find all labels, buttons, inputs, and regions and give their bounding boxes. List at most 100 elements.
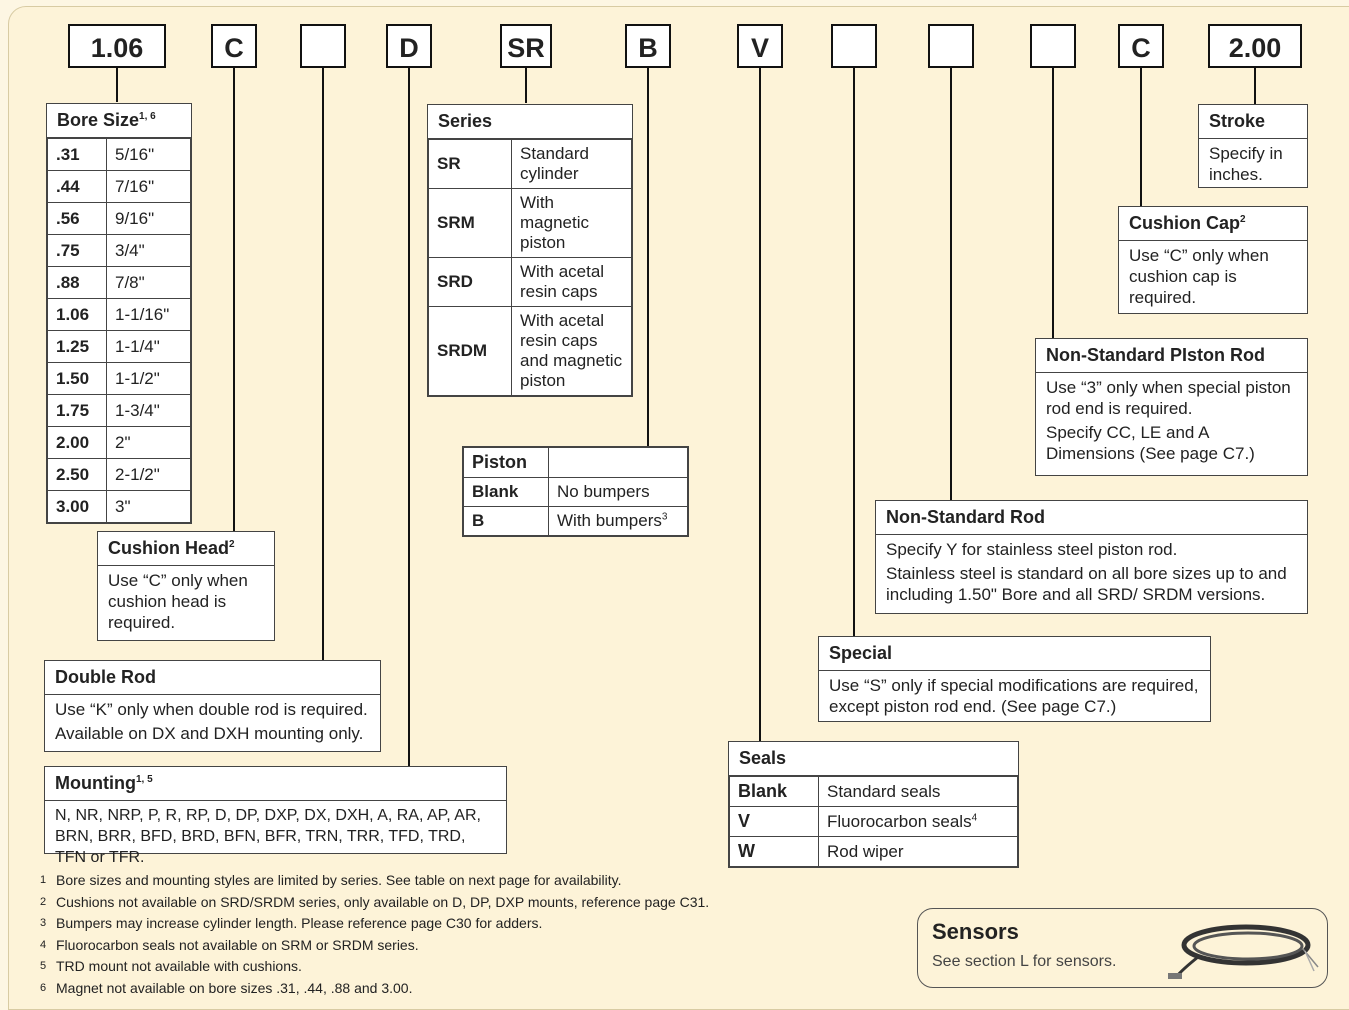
seals-title: Seals bbox=[729, 742, 1018, 776]
double-rod-line1: Use “K” only when double rod is required… bbox=[55, 700, 368, 719]
bore-code: 1.06 bbox=[47, 298, 107, 331]
code-nonstd-rod bbox=[928, 24, 974, 68]
sensors-body: See section L for sensors. bbox=[932, 953, 1117, 970]
double-rod-box: Double Rod Use “K” only when double rod … bbox=[44, 660, 381, 752]
cushion-cap-title: Cushion Cap2 bbox=[1119, 207, 1307, 241]
connector-series bbox=[525, 68, 527, 103]
double-rod-title: Double Rod bbox=[45, 661, 380, 695]
connector-cushion-cap bbox=[1140, 68, 1142, 206]
bore-size: 1-3/4" bbox=[106, 394, 191, 427]
bore-code: 3.00 bbox=[47, 490, 107, 523]
code-piston-rod bbox=[1030, 24, 1076, 68]
piston-title: Piston bbox=[463, 447, 549, 478]
series-desc: Standard cylinder bbox=[511, 139, 632, 189]
bore-size: 2-1/2" bbox=[106, 458, 191, 491]
connector-cushion-head bbox=[233, 68, 235, 531]
bore-code: 1.50 bbox=[47, 362, 107, 395]
bore-code: .75 bbox=[47, 234, 107, 267]
piston-desc: With bumpers3 bbox=[548, 506, 688, 536]
special-title: Special bbox=[819, 637, 1210, 671]
series-code: SRDM bbox=[428, 306, 512, 396]
connector-special bbox=[853, 68, 855, 636]
bore-code: 1.25 bbox=[47, 330, 107, 363]
mounting-body: N, NR, NRP, P, R, RP, D, DP, DXP, DX, DX… bbox=[55, 807, 481, 866]
stroke-title: Stroke bbox=[1199, 105, 1307, 139]
series-desc: With magnetic piston bbox=[511, 188, 632, 258]
seals-code: Blank bbox=[729, 776, 819, 807]
bore-size: 5/16" bbox=[106, 138, 191, 171]
piston-rod-title: Non-Standard PIston Rod bbox=[1036, 339, 1307, 373]
bore-code: .56 bbox=[47, 202, 107, 235]
double-rod-line2: Available on DX and DXH mounting only. bbox=[55, 724, 364, 743]
code-seals: V bbox=[737, 24, 783, 68]
series-code: SRM bbox=[428, 188, 512, 258]
piston-rod-box: Non-Standard PIston Rod Use “3” only whe… bbox=[1035, 338, 1308, 476]
code-bore: 1.06 bbox=[68, 24, 166, 68]
bore-size: 2" bbox=[106, 426, 191, 459]
code-cushion-head: C bbox=[211, 24, 257, 68]
nonstd-rod-line2: Stainless steel is standard on all bore … bbox=[886, 564, 1287, 604]
stroke-body: Specify in inches. bbox=[1209, 144, 1283, 184]
seals-desc: Standard seals bbox=[818, 776, 1018, 807]
bore-code: 2.00 bbox=[47, 426, 107, 459]
bore-size-title: Bore Size1, 6 bbox=[47, 104, 191, 138]
special-body: Use “S” only if special modifications ar… bbox=[829, 676, 1199, 716]
cushion-cap-body: Use “C” only when cushion cap is require… bbox=[1129, 246, 1269, 307]
bore-code: 2.50 bbox=[47, 458, 107, 491]
code-series: SR bbox=[500, 24, 552, 68]
code-stroke: 2.00 bbox=[1208, 24, 1302, 68]
nonstd-rod-title: Non-Standard Rod bbox=[876, 501, 1307, 535]
sensors-title: Sensors bbox=[932, 919, 1019, 944]
bore-code: .31 bbox=[47, 138, 107, 171]
cushion-head-body: Use “C” only when cushion head is requir… bbox=[108, 571, 248, 632]
sensors-box: Sensors See section L for sensors. bbox=[917, 908, 1328, 988]
sensor-cable-image bbox=[1168, 924, 1319, 979]
connector-nonstd-rod bbox=[950, 68, 952, 500]
special-box: Special Use “S” only if special modifica… bbox=[818, 636, 1211, 722]
code-mounting: D bbox=[386, 24, 432, 68]
connector-piston-rod bbox=[1052, 68, 1054, 338]
bore-size: 1-1/16" bbox=[106, 298, 191, 331]
bore-code: 1.75 bbox=[47, 394, 107, 427]
bore-size: 7/8" bbox=[106, 266, 191, 299]
cushion-head-box: Cushion Head2 Use “C” only when cushion … bbox=[97, 531, 275, 641]
nonstd-rod-box: Non-Standard Rod Specify Y for stainless… bbox=[875, 500, 1308, 614]
piston-header-row: Piston bbox=[463, 447, 688, 478]
series-desc: With acetal resin caps and magnetic pist… bbox=[511, 306, 632, 396]
bore-size: 1-1/2" bbox=[106, 362, 191, 395]
piston-desc: No bumpers bbox=[548, 477, 688, 507]
seals-desc: Rod wiper bbox=[818, 836, 1018, 867]
code-special bbox=[831, 24, 877, 68]
connector-piston bbox=[647, 68, 649, 446]
bore-size: 1-1/4" bbox=[106, 330, 191, 363]
mounting-title: Mounting1, 5 bbox=[45, 767, 506, 801]
series-code: SRD bbox=[428, 257, 512, 307]
stroke-box: Stroke Specify in inches. bbox=[1198, 104, 1308, 188]
seals-code: V bbox=[729, 806, 819, 837]
bore-code: .88 bbox=[47, 266, 107, 299]
